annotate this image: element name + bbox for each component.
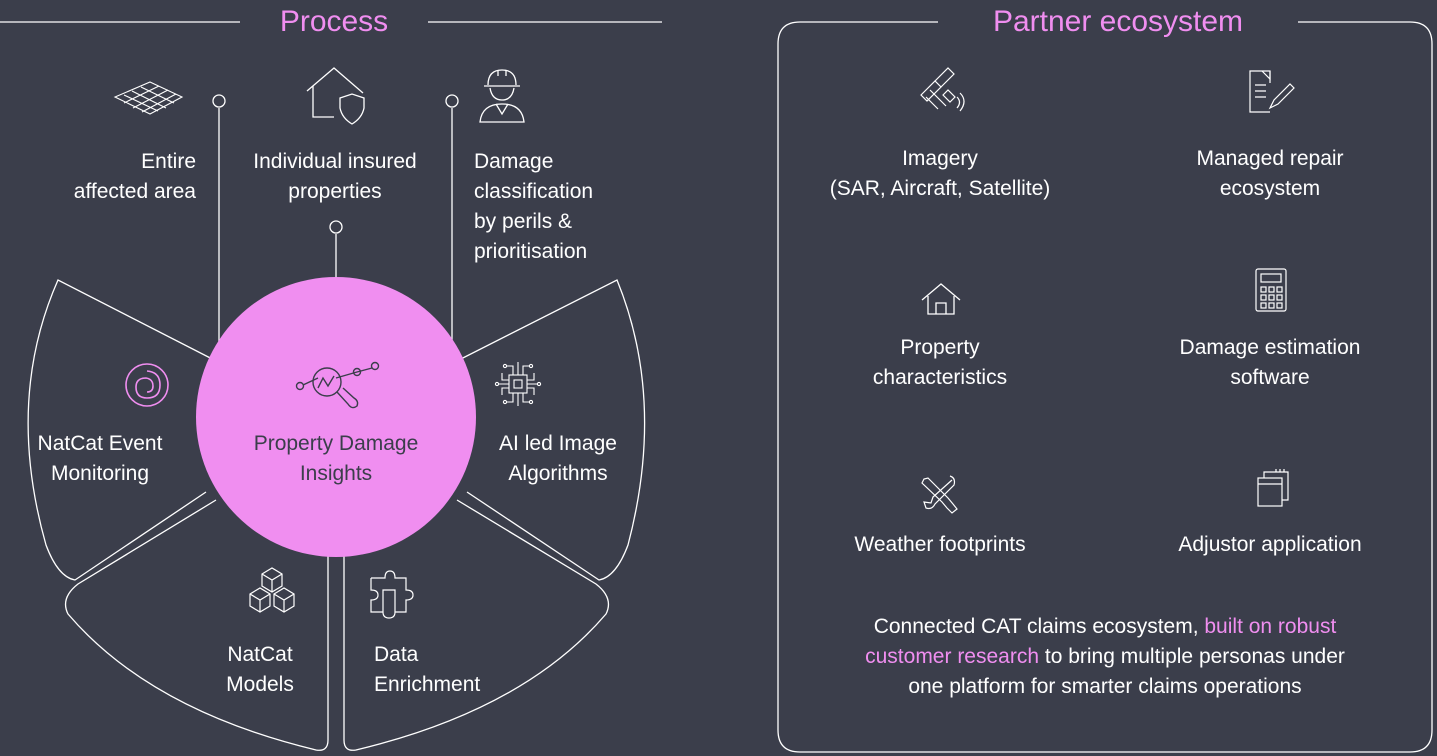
- center-circle: [196, 277, 476, 557]
- label-line: Damage: [474, 150, 554, 173]
- partner-item-weather-footprints-label: Weather footprints: [790, 530, 1090, 560]
- label-line: (SAR, Aircraft, Satellite): [829, 177, 1051, 200]
- label-line: Insights: [299, 462, 373, 485]
- footer-highlight-2: customer research: [865, 645, 1040, 668]
- label-line: Damage estimation: [1179, 336, 1361, 359]
- label-line: software: [1230, 366, 1310, 389]
- top-item-individual-properties-label: Individual insured properties: [232, 147, 438, 207]
- partner-footer-line-3: one platform for smarter claims operatio…: [908, 675, 1302, 698]
- calculator-icon: [1255, 268, 1287, 312]
- label-line: Property: [900, 336, 980, 359]
- label-line: Individual insured: [253, 150, 417, 173]
- label-line: NatCat: [227, 643, 293, 666]
- partner-footer-line-1: Connected CAT claims ecosystem, built on…: [873, 615, 1337, 638]
- chip-circuit-icon: [494, 362, 542, 406]
- worker-hardhat-icon: [479, 69, 525, 123]
- label-line: characteristics: [872, 366, 1008, 389]
- puzzle-icon: [370, 570, 414, 619]
- document-pen-icon: [1249, 70, 1295, 113]
- satellite-icon: [920, 67, 965, 112]
- partner-footer-text: Connected CAT claims ecosystem, built on…: [790, 612, 1420, 702]
- house-icon: [921, 283, 961, 315]
- label-line: NatCat Event: [37, 432, 163, 455]
- footer-highlight-1: built on robust: [1204, 615, 1337, 638]
- label-line: AI led Image: [499, 432, 617, 455]
- label-line: Property Damage: [253, 432, 419, 455]
- label-line: Enrichment: [374, 673, 481, 696]
- partner-item-adjustor-application-label: Adjustor application: [1120, 530, 1420, 560]
- cubes-icon: [249, 567, 295, 613]
- connector-dot-right: [445, 94, 459, 108]
- label-line: Data: [374, 643, 419, 666]
- grid-surface-icon: [113, 81, 184, 115]
- label-line: Adjustor application: [1178, 533, 1362, 556]
- partner-box-outline: [777, 21, 1433, 753]
- segment-data-enrichment[interactable]: [343, 499, 610, 751]
- segment-natcat-models[interactable]: [64, 499, 329, 751]
- house-shield-icon: [306, 67, 365, 125]
- partner-item-property-characteristics-label: Property characteristics: [790, 333, 1090, 393]
- partner-item-damage-estimation-label: Damage estimation software: [1120, 333, 1420, 393]
- label-line: properties: [288, 180, 382, 203]
- segment-natcat-event-monitoring[interactable]: [27, 279, 223, 581]
- tools-icon: [921, 475, 958, 514]
- label-line: Models: [226, 673, 294, 696]
- label-line: Algorithms: [508, 462, 608, 485]
- label-line: Managed repair: [1196, 147, 1344, 170]
- connector-dot-left: [212, 94, 226, 108]
- label-line: affected area: [73, 180, 196, 203]
- label-line: Monitoring: [50, 462, 150, 485]
- top-item-damage-classification-label: Damage classification by perils & prioritis…: [474, 147, 644, 267]
- partner-item-managed-repair-label: Managed repair ecosystem: [1120, 144, 1420, 204]
- partner-heading: Partner ecosystem: [992, 5, 1244, 38]
- label-line: by perils &: [474, 210, 573, 233]
- window-stack-icon: [1257, 469, 1289, 507]
- label-line: Weather footprints: [854, 533, 1026, 556]
- process-heading: Process: [279, 5, 389, 38]
- partner-item-imagery-label: Imagery (SAR, Aircraft, Satellite): [790, 144, 1090, 204]
- segment-ai-image-algorithms[interactable]: [450, 279, 646, 581]
- label-line: Imagery: [902, 147, 978, 170]
- label-line: Entire: [141, 150, 196, 173]
- label-line: ecosystem: [1219, 177, 1321, 200]
- spiral-icon: [125, 363, 169, 407]
- magnifier-chart-icon: [295, 361, 380, 409]
- top-item-entire-area-label: Entire affected area: [20, 147, 196, 207]
- label-line: classification: [474, 180, 594, 203]
- label-line: prioritisation: [474, 240, 588, 263]
- connector-dot-center: [329, 220, 343, 234]
- partner-footer-line-2: customer research to bring multiple pers…: [865, 645, 1345, 668]
